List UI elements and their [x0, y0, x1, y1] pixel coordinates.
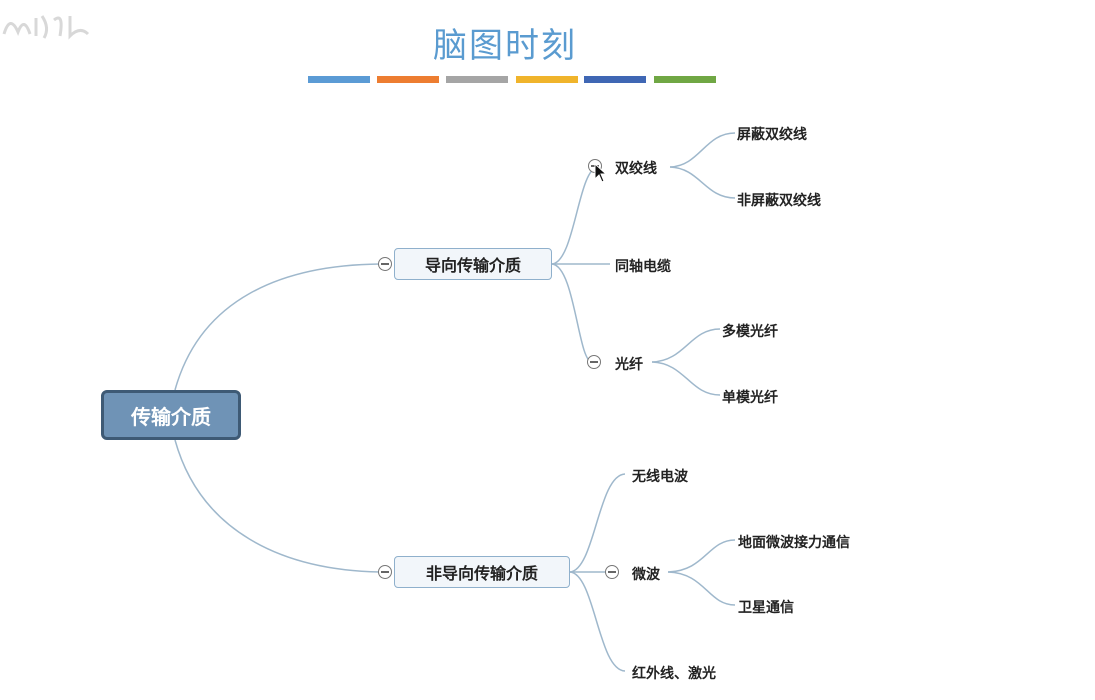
connector-guided-twisted [551, 166, 599, 265]
topic-terrestrial-microwave[interactable]: 地面微波接力通信 [738, 535, 850, 551]
connector-guided-fiber [551, 263, 593, 363]
connector-fiber-multimode [651, 328, 721, 363]
collapse-microwave-icon[interactable] [605, 565, 619, 579]
color-bar [584, 76, 646, 83]
topic-singlemode-fiber[interactable]: 单模光纤 [722, 390, 778, 406]
mouse-cursor-icon [594, 163, 608, 183]
topic-satellite-communication[interactable]: 卫星通信 [738, 600, 794, 616]
color-bar [446, 76, 508, 83]
connector-root-guided [174, 263, 381, 391]
root-topic[interactable]: 传输介质 [101, 390, 241, 440]
connector-fiber-singlemode [651, 361, 721, 396]
topic-radio-waves[interactable]: 无线电波 [632, 469, 688, 485]
connector-microwave-satellite [667, 571, 736, 606]
topic-infrared-laser[interactable]: 红外线、激光 [632, 666, 716, 682]
color-bar [654, 76, 716, 83]
topic-optical-fiber[interactable]: 光纤 [615, 357, 643, 373]
color-bar [377, 76, 439, 83]
color-bar [308, 76, 370, 83]
connector-twisted-unshielded [669, 166, 736, 199]
topic-shielded-twisted-pair[interactable]: 屏蔽双绞线 [737, 127, 807, 143]
color-bar [516, 76, 578, 83]
topic-coaxial-cable[interactable]: 同轴电缆 [615, 259, 671, 275]
connector-microwave-terrestrial [667, 539, 736, 573]
connector-unguided-infrared [569, 571, 626, 672]
topic-guided-media[interactable]: 导向传输介质 [394, 248, 552, 280]
topic-microwave[interactable]: 微波 [632, 567, 660, 583]
collapse-guided-icon[interactable] [378, 257, 392, 271]
watermark-logo [2, 15, 90, 40]
topic-unguided-media[interactable]: 非导向传输介质 [394, 556, 570, 588]
connector-twisted-shielded [669, 132, 736, 168]
connector-unguided-radio [569, 473, 626, 573]
collapse-unguided-icon[interactable] [378, 565, 392, 579]
connector-root-unguided [174, 439, 381, 573]
topic-twisted-pair[interactable]: 双绞线 [615, 161, 657, 177]
topic-multimode-fiber[interactable]: 多模光纤 [722, 324, 778, 340]
collapse-fiber-icon[interactable] [587, 355, 601, 369]
page-title: 脑图时刻 [433, 26, 577, 66]
topic-unshielded-twisted-pair[interactable]: 非屏蔽双绞线 [737, 193, 821, 209]
